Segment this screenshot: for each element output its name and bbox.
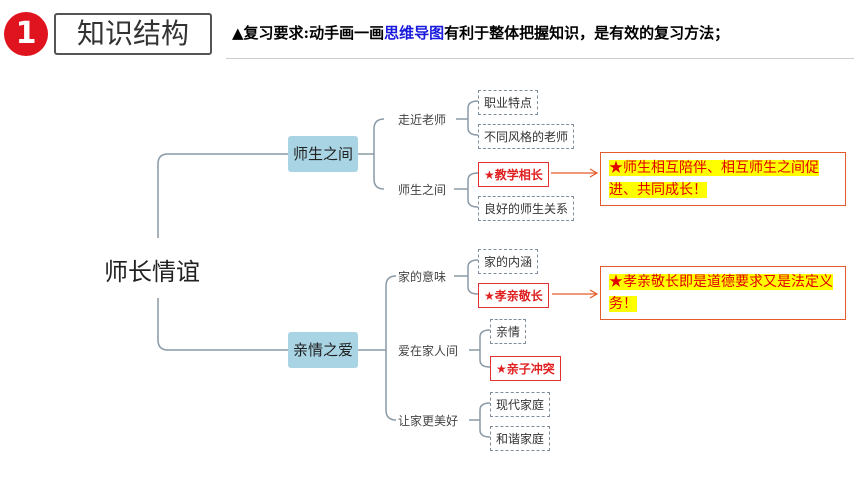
requirement-highlight: 思维导图 xyxy=(384,24,445,42)
sub-better-home: 让家更美好 xyxy=(398,414,459,428)
section-number-badge: 1 xyxy=(4,12,48,56)
leaf-career-features: 职业特点 xyxy=(478,90,539,115)
requirement-suffix: 有利于整体把握知识，是有效的复习方法； xyxy=(444,24,730,42)
mindmap-root: 师长情谊 xyxy=(104,258,200,286)
sub-love-in-family: 爱在家人间 xyxy=(398,344,459,358)
section-title: 知识结构 xyxy=(54,13,212,55)
leaf-filial-piety: ★孝亲敬长 xyxy=(478,283,549,308)
note-filial-piety: ★孝亲敬长即是道德要求又是法定义务！ xyxy=(600,266,846,320)
leaf-teacher-styles: 不同风格的老师 xyxy=(478,124,575,149)
branch-family-love: 亲情之爱 xyxy=(288,332,358,368)
sub-approach-teacher: 走近老师 xyxy=(398,113,447,127)
sub-teacher-student: 师生之间 xyxy=(398,183,447,197)
leaf-parent-child-conflict: ★亲子冲突 xyxy=(490,356,561,381)
leaf-harmonious-family: 和谐家庭 xyxy=(490,426,551,451)
leaf-good-relationship: 良好的师生关系 xyxy=(478,196,575,221)
note-teacher-student: ★师生相互陪伴、相互师生之间促进、共同成长！ xyxy=(600,152,846,206)
leaf-teaching-learning: ★教学相长 xyxy=(478,162,549,187)
leaf-home-meaning: 家的内涵 xyxy=(478,249,539,274)
requirement-prefix: ▲复习要求:动手画一画 xyxy=(232,24,385,42)
leaf-affection: 亲情 xyxy=(490,319,527,344)
review-requirement: ▲复习要求:动手画一画思维导图有利于整体把握知识，是有效的复习方法； xyxy=(232,22,729,43)
leaf-modern-family: 现代家庭 xyxy=(490,392,551,417)
note-filial-piety-text: ★孝亲敬长即是道德要求又是法定义务！ xyxy=(609,274,833,312)
header-divider xyxy=(226,58,854,59)
note-teacher-student-text: ★师生相互陪伴、相互师生之间促进、共同成长！ xyxy=(609,160,819,198)
branch-teacher-student: 师生之间 xyxy=(288,136,358,172)
sub-meaning-of-home: 家的意味 xyxy=(398,270,447,284)
